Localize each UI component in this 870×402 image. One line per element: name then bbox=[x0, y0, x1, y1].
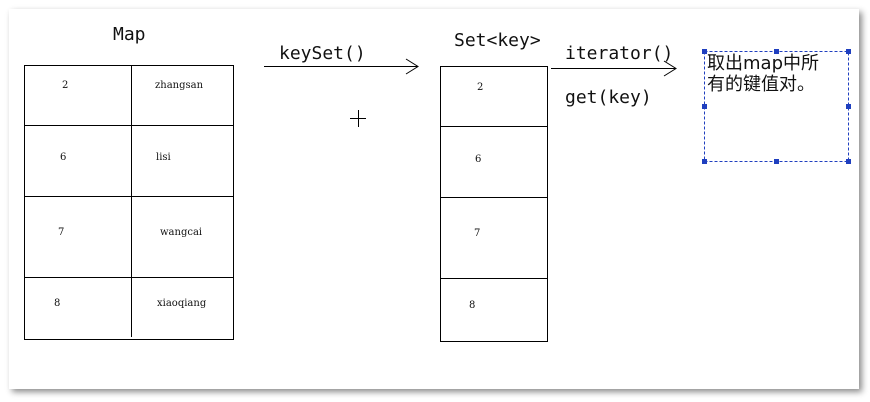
crosshair-cursor-icon bbox=[350, 110, 366, 127]
map-key-cell: 6 bbox=[60, 152, 67, 163]
selection-handles[interactable] bbox=[702, 49, 851, 164]
note-line: 有的键值对。 bbox=[707, 74, 815, 95]
iterator-arrow bbox=[551, 60, 677, 77]
diagram-canvas bbox=[9, 9, 859, 389]
set-table bbox=[440, 66, 548, 342]
note-selection-box[interactable] bbox=[702, 49, 851, 164]
set-key-cell: 7 bbox=[474, 228, 481, 239]
note-line: 取出map中所 bbox=[707, 53, 819, 74]
map-value-cell: wangcai bbox=[160, 227, 203, 238]
map-value-cell: zhangsan bbox=[155, 80, 204, 91]
map-value-cell: xiaoqiang bbox=[157, 298, 207, 309]
get-key-label: get(key) bbox=[565, 87, 652, 108]
set-table-border bbox=[440, 66, 548, 342]
map-key-cell: 2 bbox=[62, 80, 69, 91]
map-table-border bbox=[24, 65, 234, 340]
set-title: Set<key> bbox=[454, 30, 541, 51]
map-key-cell: 8 bbox=[54, 298, 61, 309]
keyset-arrow bbox=[264, 58, 419, 75]
keyset-label: keySet() bbox=[279, 43, 366, 64]
iterator-label: iterator() bbox=[565, 43, 674, 64]
map-key-cell: 7 bbox=[58, 227, 65, 238]
map-title: Map bbox=[113, 24, 146, 45]
set-key-cell: 6 bbox=[475, 154, 482, 165]
map-table bbox=[24, 65, 234, 340]
set-key-cell: 8 bbox=[469, 300, 476, 311]
note-text[interactable]: 取出map中所 有的键值对。 bbox=[707, 53, 849, 95]
map-value-cell: lisi bbox=[156, 152, 171, 163]
set-key-cell: 2 bbox=[477, 82, 484, 93]
